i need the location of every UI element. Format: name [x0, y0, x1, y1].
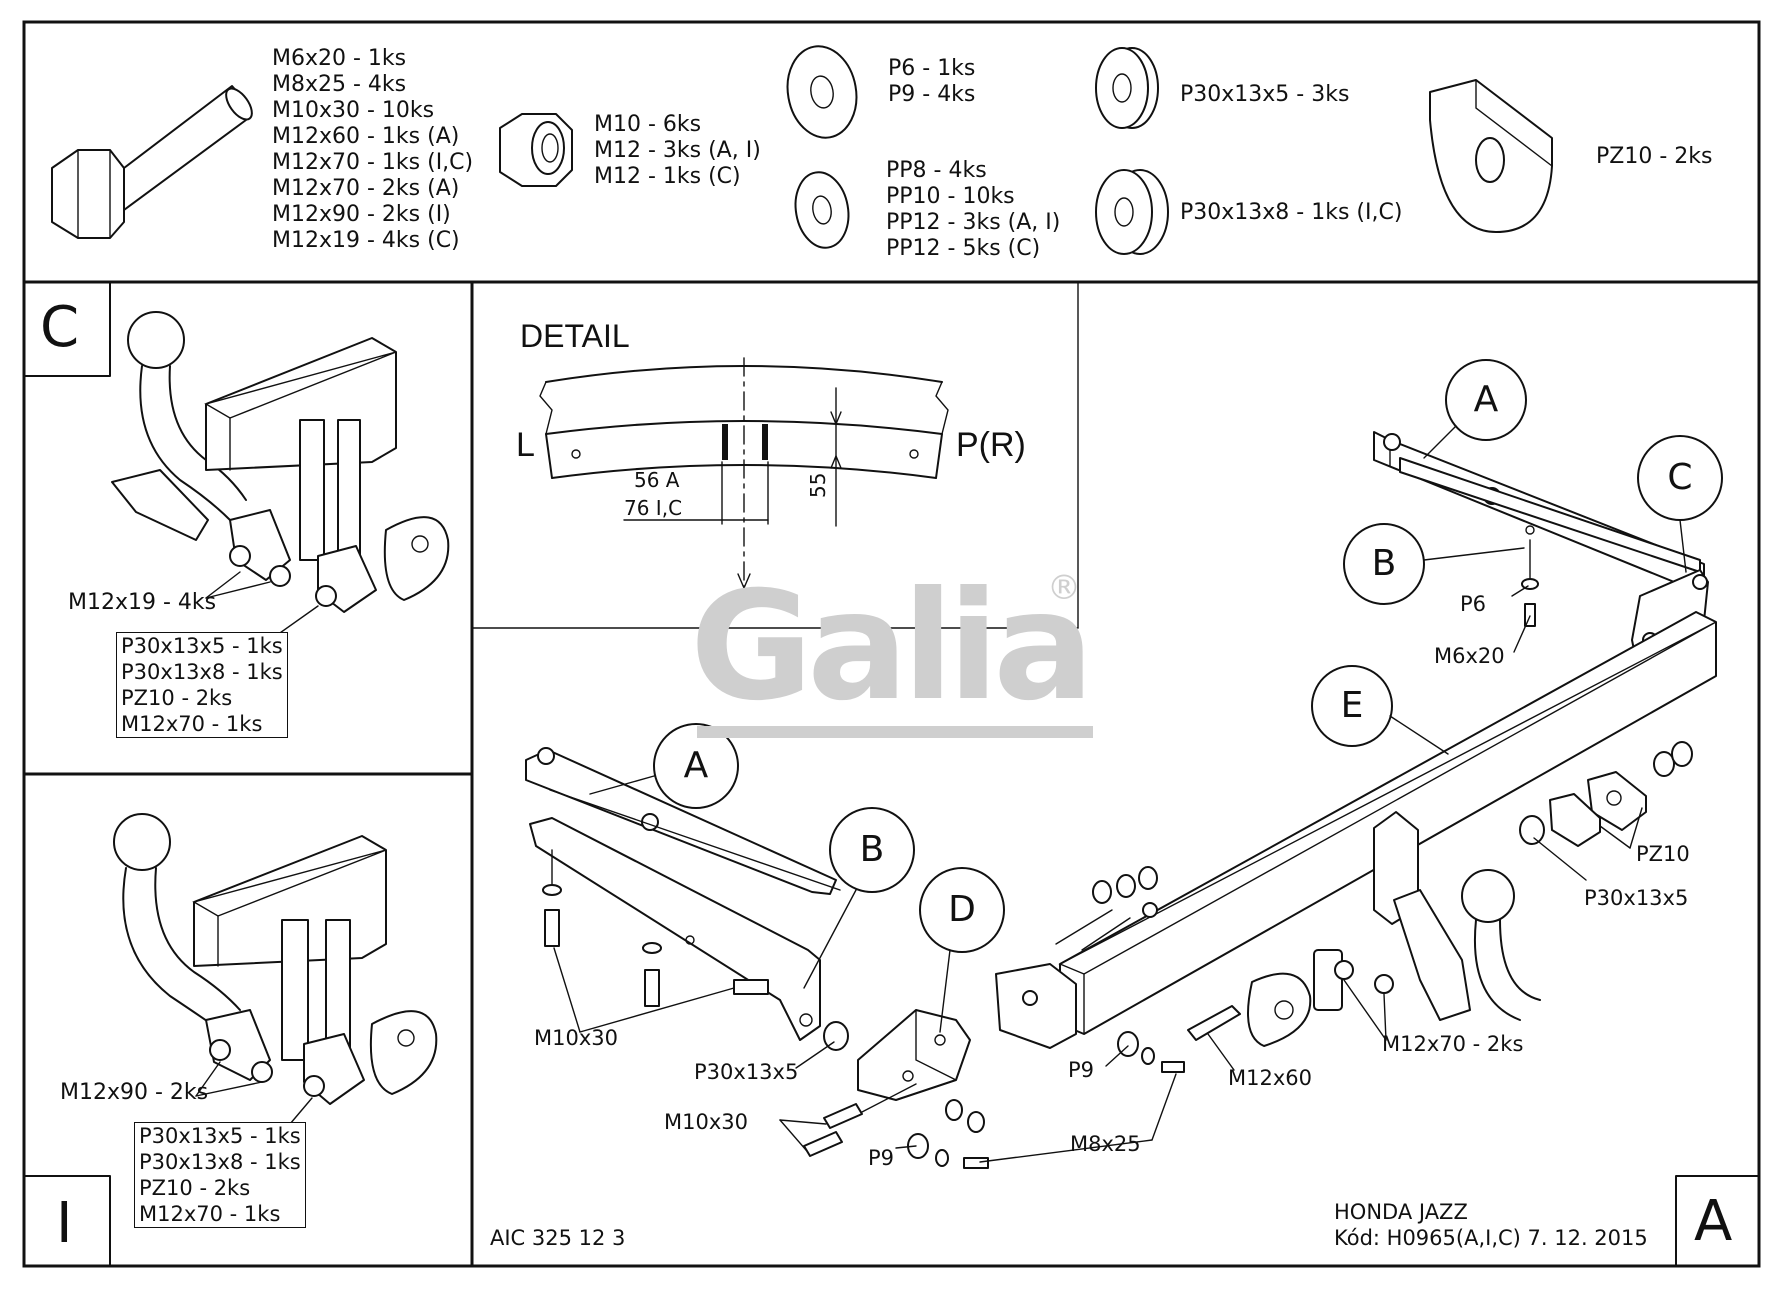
vehicle-model: HONDA JAZZ	[1334, 1200, 1468, 1224]
label-p30x13x5-right: P30x13x5	[1584, 886, 1689, 910]
corner-box-a	[1675, 1175, 1760, 1267]
label-p30x13x5-left: P30x13x5	[694, 1060, 799, 1084]
plate-icon	[1429, 79, 1553, 233]
variant-i-part: M12x70 - 1ks	[139, 1202, 281, 1226]
bolt-item: M12x19 - 4ks (C)	[272, 228, 460, 253]
bubble-d: D	[948, 889, 976, 930]
label-p9-a: P9	[868, 1146, 895, 1170]
variant-i-letter: I	[56, 1191, 73, 1256]
label-p9-b: P9	[1068, 1058, 1095, 1082]
detail-dim-height: 55	[806, 472, 830, 498]
detail-title: DETAIL	[520, 318, 630, 354]
washer-item: PP12 - 3ks (A, I)	[886, 210, 1061, 235]
galia-logo-underline	[697, 726, 1093, 738]
corner-box-i	[23, 1175, 111, 1267]
variant-c-sketch	[111, 311, 450, 641]
label-m8x25: M8x25	[1070, 1132, 1141, 1156]
variant-c-part: P30x13x5 - 1ks	[121, 634, 283, 658]
bolt-item: M12x70 - 1ks (I,C)	[272, 150, 474, 175]
variant-i-part: PZ10 - 2ks	[139, 1176, 251, 1200]
bubble-a-upper: A	[1473, 379, 1499, 420]
variant-c-letter: C	[40, 295, 80, 360]
variant-i-part: P30x13x5 - 1ks	[139, 1124, 301, 1148]
detail-right-label: P(R)	[956, 426, 1026, 464]
nut-list: M10 - 6ks M12 - 3ks (A, I) M12 - 1ks (C)	[594, 112, 761, 190]
bubble-b-upper: B	[1371, 543, 1397, 584]
variant-i-part: P30x13x8 - 1ks	[139, 1150, 301, 1174]
label-m10x30-a: M10x30	[534, 1026, 618, 1050]
corner-box-c	[23, 281, 111, 377]
variant-i-parts-box: P30x13x5 - 1ks P30x13x8 - 1ks PZ10 - 2ks…	[134, 1122, 306, 1228]
variant-i-sketch	[113, 813, 438, 1125]
label-m12x70: M12x70 - 2ks	[1382, 1032, 1524, 1056]
washer-icon	[786, 45, 858, 139]
bubble-a-lower: A	[683, 745, 709, 786]
nut-item: M12 - 3ks (A, I)	[594, 138, 761, 163]
detail-drawing	[539, 357, 949, 590]
registered-mark-icon: ®	[1047, 568, 1081, 608]
plate-label: PZ10 - 2ks	[1596, 144, 1713, 169]
detail-dim-ic: 76 I,C	[624, 496, 683, 520]
washer-item: PP8 - 4ks	[886, 158, 987, 183]
variant-c-parts-box: P30x13x5 - 1ks P30x13x8 - 1ks PZ10 - 2ks…	[116, 632, 288, 738]
nut-item: M10 - 6ks	[594, 112, 702, 137]
washer-item: P9 - 4ks	[888, 82, 976, 107]
washer-pp-list: PP8 - 4ks PP10 - 10ks PP12 - 3ks (A, I) …	[886, 158, 1060, 262]
bolt-item: M10x30 - 10ks	[272, 98, 435, 123]
bolt-item: M12x70 - 2ks (A)	[272, 176, 460, 201]
variant-c-bolt-label: M12x19 - 4ks	[68, 590, 217, 615]
label-p6: P6	[1460, 592, 1487, 616]
label-m10x30-b: M10x30	[664, 1110, 748, 1134]
bubble-c: C	[1667, 457, 1693, 498]
product-code: Kód: H0965(A,I,C) 7. 12. 2015	[1334, 1226, 1648, 1250]
spacer-icon	[1095, 169, 1169, 255]
bubble-e: E	[1340, 685, 1364, 726]
washer-item: PP10 - 10ks	[886, 184, 1015, 209]
label-pz10: PZ10	[1636, 842, 1690, 866]
nut-icon	[499, 113, 573, 187]
spacer-icon	[1095, 47, 1159, 129]
variant-c-part: M12x70 - 1ks	[121, 712, 263, 736]
washer-icon	[794, 171, 850, 249]
washer-p-list: P6 - 1ks P9 - 4ks	[888, 56, 975, 108]
bolt-list: M6x20 - 1ks M8x25 - 4ks M10x30 - 10ks M1…	[272, 46, 473, 254]
washer-item: P6 - 1ks	[888, 56, 976, 81]
variant-c-part: P30x13x8 - 1ks	[121, 660, 283, 684]
variant-c-part: PZ10 - 2ks	[121, 686, 233, 710]
detail-left-label: L	[516, 426, 535, 464]
outer-frame	[22, 20, 1761, 1268]
label-m6x20: M6x20	[1434, 644, 1505, 668]
spacer-8-label: P30x13x8 - 1ks (I,C)	[1180, 200, 1403, 225]
label-m12x60: M12x60	[1228, 1066, 1312, 1090]
detail-dim-a: 56 A	[634, 468, 680, 492]
spacer-5-label: P30x13x5 - 3ks	[1180, 82, 1350, 107]
bolt-item: M12x90 - 2ks (I)	[272, 202, 451, 227]
bolt-item: M6x20 - 1ks	[272, 46, 407, 71]
variant-i-bolt-label: M12x90 - 2ks	[60, 1080, 209, 1105]
bubble-b-lower: B	[859, 829, 885, 870]
variant-a-letter: A	[1694, 1189, 1733, 1254]
bolt-item: M8x25 - 4ks	[272, 72, 407, 97]
galia-logo: Galia	[690, 560, 1094, 734]
nut-item: M12 - 1ks (C)	[594, 164, 741, 189]
washer-item: PP12 - 5ks (C)	[886, 236, 1041, 261]
bolt-item: M12x60 - 1ks (A)	[272, 124, 460, 149]
bolt-icon	[51, 85, 253, 239]
drawing-code: AIC 325 12 3	[490, 1226, 626, 1250]
assembly-drawing	[525, 359, 1723, 1169]
